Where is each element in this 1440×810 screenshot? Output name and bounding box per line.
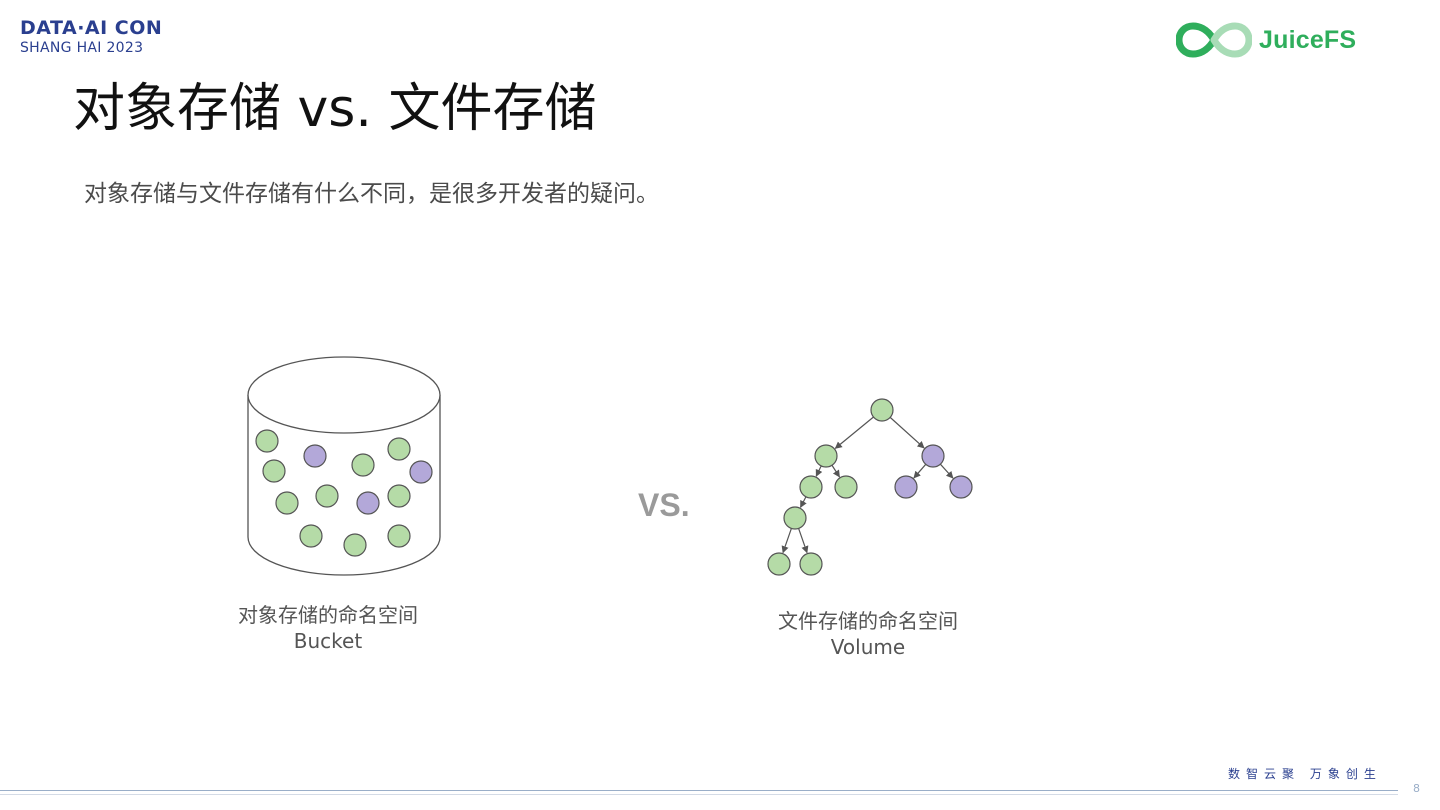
tree-edge-arrow (815, 465, 823, 477)
tree-node-green (799, 475, 823, 499)
directory-tree-edges (781, 416, 954, 554)
tree-edge-arrow (834, 416, 874, 449)
tree-node-green (870, 398, 894, 422)
bucket-top (247, 356, 441, 434)
tree-node-purple (894, 475, 918, 499)
object-node-green (315, 484, 339, 508)
page-subtitle: 对象存储与文件存储有什么不同，是很多开发者的疑问。 (84, 181, 659, 207)
footer-divider (0, 790, 1398, 791)
tree-node-green (799, 552, 823, 576)
tree-edge-arrow (831, 464, 840, 478)
object-node-green (255, 429, 279, 453)
tree-node-purple (949, 475, 973, 499)
tree-node-purple (921, 444, 945, 468)
directory-tree-nodes (767, 398, 973, 576)
conference-logo: DATA·AI CON SHANG HAI 2023 (20, 17, 163, 56)
object-node-green (299, 524, 323, 548)
file-storage-caption: 文件存储的命名空间 Volume (768, 608, 968, 660)
tree-edge-arrow (889, 416, 925, 449)
file-storage-caption-name: Volume (830, 635, 906, 659)
object-node-purple (303, 444, 327, 468)
object-node-purple (356, 491, 380, 515)
object-node-green (387, 484, 411, 508)
object-node-green (275, 491, 299, 515)
footer-divider-secondary (0, 794, 1398, 795)
file-storage-caption-title: 文件存储的命名空间 (778, 609, 958, 633)
infinity-logo-icon (1176, 22, 1252, 58)
tree-edge-arrow (781, 528, 792, 554)
vs-label: VS. (638, 487, 690, 523)
footer-slogan: 数智云聚 万象创生 (1228, 767, 1382, 781)
tree-edge-arrow (798, 528, 809, 554)
object-node-purple (409, 460, 433, 484)
object-node-green (262, 459, 286, 483)
bucket-objects (255, 429, 433, 557)
tree-edge-arrow (939, 463, 954, 479)
object-node-green (387, 437, 411, 461)
object-node-green (351, 453, 375, 477)
object-node-green (343, 533, 367, 557)
tree-node-green (767, 552, 791, 576)
conference-logo-line2: SHANG HAI 2023 (20, 40, 144, 56)
brand-name: JuiceFS (1259, 25, 1357, 54)
page-number: 8 (1413, 782, 1420, 795)
tree-node-green (783, 506, 807, 530)
conference-logo-line1: DATA·AI CON (20, 17, 163, 39)
tree-node-green (814, 444, 838, 468)
tree-node-green (834, 475, 858, 499)
object-storage-caption-name: Bucket (293, 629, 363, 653)
tree-edge-arrow (799, 496, 807, 508)
juicefs-logo: JuiceFS (1176, 22, 1356, 58)
tree-edge-arrow (913, 463, 927, 479)
object-node-green (387, 524, 411, 548)
object-storage-caption: 对象存储的命名空间 Bucket (228, 602, 428, 654)
object-storage-caption-title: 对象存储的命名空间 (238, 603, 418, 627)
page-title: 对象存储 vs. 文件存储 (73, 79, 597, 139)
